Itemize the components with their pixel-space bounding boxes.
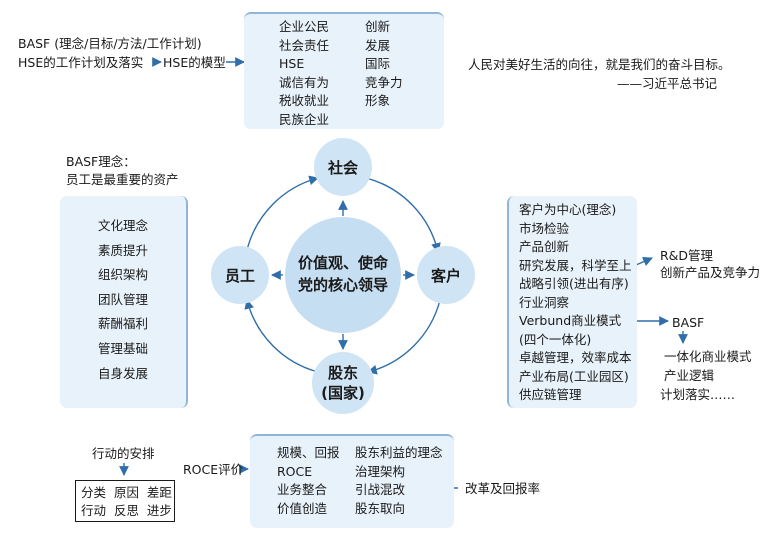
quote-text: 人民对美好生活的向往，就是我们的奋斗目标。 [468, 57, 731, 72]
list-item: 素质提升 [98, 242, 149, 258]
arc-customer-to-shareholder [367, 299, 441, 375]
list-item: 股东利益的理念 [355, 445, 443, 460]
employee-panel-list: 文化理念 素质提升 组织架构 团队管理 薪酬福利 管理基础 自身发展 [98, 214, 148, 386]
society-node: 社会 [314, 138, 372, 196]
list-item: 团队管理 [98, 291, 149, 307]
list-item: 税收就业 [279, 93, 330, 108]
action-row: 行动 反思 进步 [81, 503, 172, 518]
reform-label: 改革及回报率 [465, 481, 541, 496]
list-item: 引战混改 [355, 482, 406, 497]
action-row: 分类 原因 差距 [81, 485, 172, 500]
shareholder-node-line1: 股东 [327, 363, 358, 382]
list-item: 文化理念 [98, 218, 149, 233]
employee-node-label: 员工 [224, 266, 255, 285]
list-item: 股东取向 [355, 500, 406, 516]
list-item: 薪酬福利 [98, 316, 149, 332]
list-item: 规模、回报 [277, 445, 340, 460]
list-item: 社会责任 [279, 37, 330, 53]
list-item: 研究发展，科学至上 [519, 257, 632, 273]
list-item: 战略引领(进出有序) [519, 276, 629, 291]
list-item: 民族企业 [279, 111, 330, 127]
rd-note-title: R&D管理 [660, 248, 714, 263]
list-item: 创新 [365, 19, 391, 34]
shareholder-node-line2: (国家) [321, 384, 365, 402]
basf-note-item: 计划落实…… [660, 387, 736, 402]
arrow-to-rd [635, 257, 653, 267]
top-panel-right-list: 创新 发展 国际 竞争力 形象 [365, 18, 403, 111]
basf-note-item: 一体化商业模式 [664, 349, 752, 364]
shareholder-panel-right-list: 股东利益的理念 治理架构 引战混改 股东取向 [355, 444, 443, 518]
customer-panel: 客户为中心(理念) 市场检验 产品创新 研究发展，科学至上 战略引领(进出有序)… [507, 196, 637, 408]
arc-employee-to-society [246, 175, 319, 251]
list-item: 产业布局(工业园区) [519, 368, 629, 384]
shareholder-node: 股东 (国家) [312, 352, 374, 414]
list-item: 产品创新 [519, 239, 570, 254]
list-item: 形象 [365, 93, 391, 108]
list-item: 业务整合 [277, 482, 328, 497]
action-box: 分类 原因 差距 行动 反思 进步 [75, 480, 175, 522]
hse-plan-text: HSE的工作计划及落实 [18, 55, 144, 70]
list-item: (四个一体化) [519, 331, 592, 347]
list-item: 组织架构 [98, 267, 149, 283]
list-item: 竞争力 [365, 74, 403, 90]
arc-society-to-customer [365, 177, 441, 253]
list-item: 市场检验 [519, 220, 570, 236]
roce-label: ROCE评价 [183, 462, 244, 477]
basf-note-item: 产业逻辑 [664, 368, 715, 383]
list-item: 企业公民 [279, 19, 330, 34]
list-item: 价值创造 [277, 500, 328, 516]
customer-node: 客户 [417, 246, 475, 304]
arc-shareholder-to-employee [244, 299, 319, 373]
basf-note-title: BASF [672, 315, 705, 330]
list-item: 客户为中心(理念) [519, 202, 617, 217]
list-item: 国际 [365, 56, 391, 71]
top-panel-left-list: 企业公民 社会责任 HSE 诚信有为 税收就业 民族企业 [279, 18, 329, 129]
employee-panel: 文化理念 素质提升 组织架构 团队管理 薪酬福利 管理基础 自身发展 [60, 196, 188, 408]
shareholder-panel: 规模、回报 ROCE 业务整合 价值创造 股东利益的理念 治理架构 引战混改 股… [250, 434, 454, 528]
list-item: 自身发展 [98, 365, 149, 381]
hse-model-text: HSE的模型 [163, 55, 226, 70]
customer-node-label: 客户 [430, 266, 461, 285]
list-item: 发展 [365, 37, 391, 53]
list-item: 管理基础 [98, 340, 149, 356]
list-item: 诚信有为 [279, 74, 330, 90]
basf-employee-note-title: BASF理念： [66, 154, 136, 169]
list-item: HSE [279, 56, 305, 71]
shareholder-panel-left-list: 规模、回报 ROCE 业务整合 价值创造 [277, 444, 340, 518]
basf-employee-note-text: 员工是最重要的资产 [66, 172, 179, 187]
employee-node: 员工 [211, 246, 269, 304]
list-item: ROCE [277, 463, 313, 479]
center-node: 价值观、使命 党的核心领导 [285, 217, 401, 333]
society-node-label: 社会 [327, 158, 358, 177]
action-title: 行动的安排 [92, 446, 155, 461]
rd-note-text: 创新产品及竞争力 [660, 265, 761, 280]
list-item: 卓越管理，效率成本 [519, 350, 632, 365]
basf-philosophy-text: BASF (理念/目标/方法/工作计划) [18, 36, 202, 51]
list-item: 行业洞察 [519, 294, 570, 310]
top-panel: 企业公民 社会责任 HSE 诚信有为 税收就业 民族企业 创新 发展 国际 竞争… [244, 12, 444, 129]
customer-panel-list: 客户为中心(理念) 市场检验 产品创新 研究发展，科学至上 战略引领(进出有序)… [519, 201, 632, 405]
center-node-line1: 价值观、使命 [297, 254, 388, 273]
list-item: Verbund商业模式 [519, 313, 622, 328]
list-item: 供应链管理 [519, 387, 582, 402]
quote-author: ——习近平总书记 [617, 76, 718, 91]
center-node-line2: 党的核心领导 [297, 276, 388, 294]
list-item: 治理架构 [355, 463, 406, 479]
